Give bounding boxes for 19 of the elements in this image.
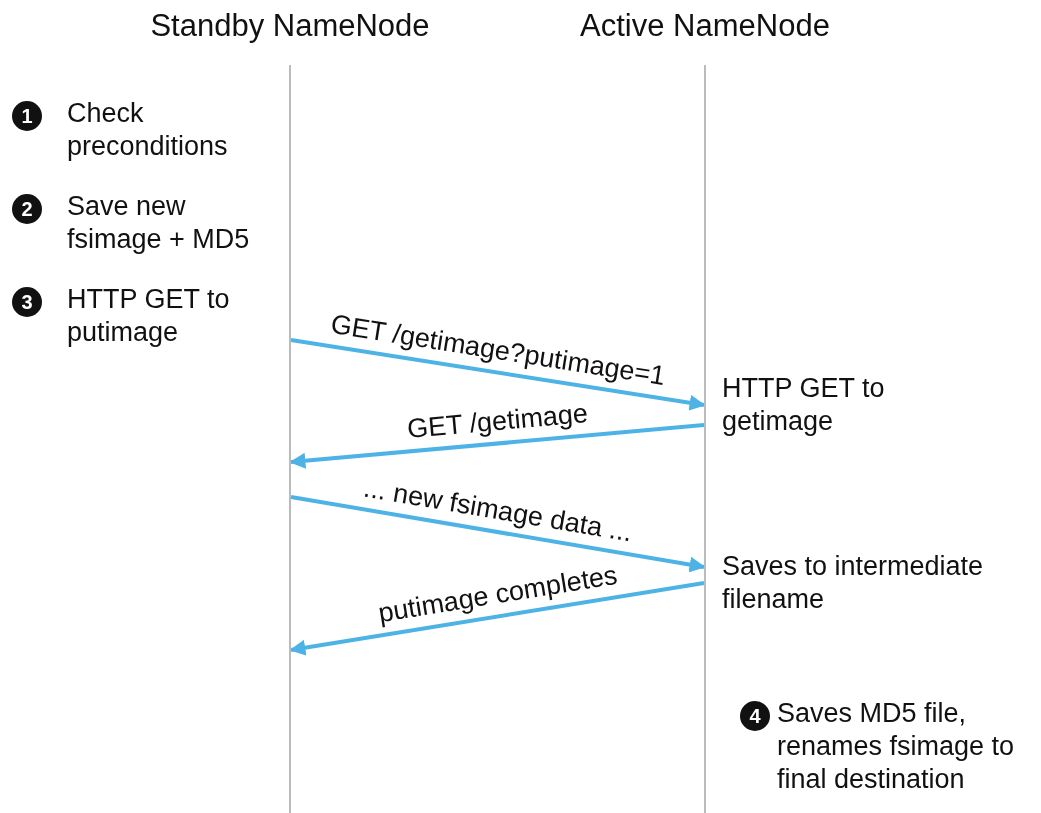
message-arrow <box>290 338 706 411</box>
edge-label: GET /getimage <box>406 398 590 445</box>
message-arrow <box>289 581 705 656</box>
step-number: 1 <box>12 101 42 131</box>
step-note: HTTP GET to getimage <box>722 372 886 438</box>
edge-label: ... new fsimage data ... <box>360 472 634 548</box>
step-note: Saves to intermediate filename <box>722 550 985 616</box>
step-number: 3 <box>12 287 42 317</box>
message-arrow <box>289 423 705 469</box>
step-number: 2 <box>12 194 42 224</box>
lifeline-header: Standby NameNode <box>149 8 431 44</box>
step-note: Saves MD5 file, renames fsimage to final destination <box>777 697 1016 796</box>
step-number: 4 <box>740 701 770 731</box>
step-note: Save new fsimage + MD5 <box>67 190 251 256</box>
step-note: HTTP GET to putimage <box>67 283 231 349</box>
edge-label: putimage completes <box>375 559 620 630</box>
message-arrow <box>290 495 706 573</box>
step-note: Check preconditions <box>67 97 229 163</box>
lifeline-header: Active NameNode <box>579 8 831 44</box>
